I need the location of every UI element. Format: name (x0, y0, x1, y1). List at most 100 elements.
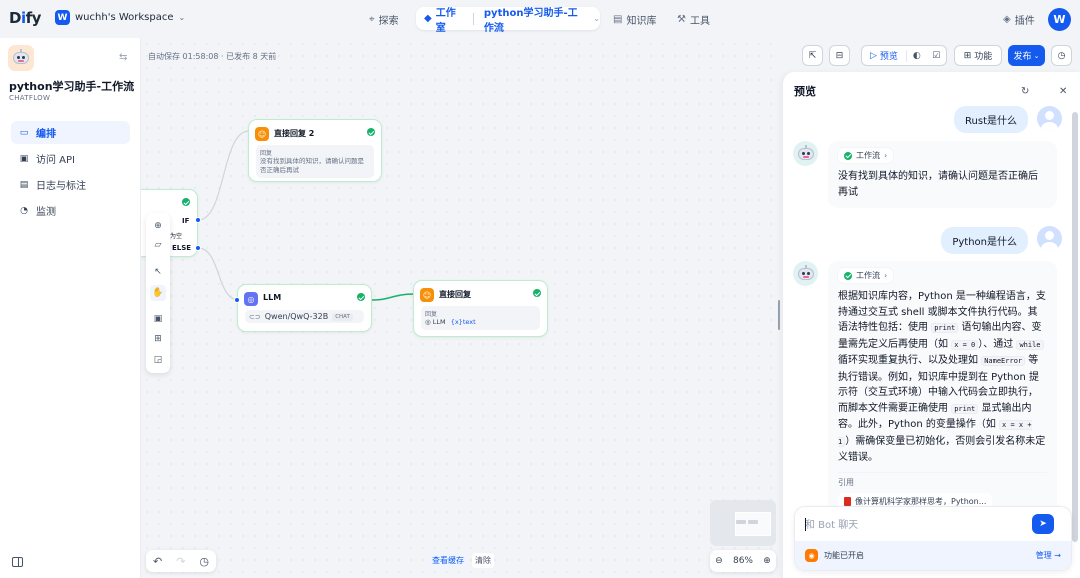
export-image-icon[interactable]: ▣ (153, 314, 163, 324)
user-avatar (1037, 106, 1062, 131)
bot-message: 工作流 › 没有找到具体的知识，请确认问题是否正确后再试 (828, 141, 1057, 208)
var-x-icon: {x} (450, 318, 463, 326)
undo-icon[interactable]: ↶ (152, 554, 163, 568)
add-node-icon[interactable]: ⊕ (154, 221, 162, 231)
version-history-button[interactable]: ◷ (1051, 45, 1072, 66)
nav-knowledge[interactable]: ▤ 知识库 (613, 8, 656, 30)
answer-node-body: 回复 ◎ LLM {x}text (421, 306, 540, 330)
answer-node-2[interactable]: ☺ 直接回复 2 回复 没有找到具体的知识，请确认问题是否正确后再试 (248, 119, 382, 182)
success-check-icon (357, 293, 365, 301)
features-icon: ◉ (805, 549, 818, 562)
workspace-switcher[interactable]: W wuchh's Workspace ⌄ (55, 10, 185, 25)
answer-node-2-title: 直接回复 2 (274, 129, 315, 138)
reply-label: 回复 (425, 311, 438, 318)
swap-icon[interactable]: ⇆ (119, 52, 128, 63)
llm-node[interactable]: ◎ LLM ⊂⊃ Qwen/QwQ-32B CHAT (237, 284, 372, 332)
inline-code: print (931, 323, 959, 333)
features-button[interactable]: ⊞ 功能 (954, 45, 1002, 66)
nav-plugins[interactable]: ◈ 插件 (1003, 8, 1035, 30)
preview-button[interactable]: ▷ 预览 (862, 49, 906, 63)
dify-logo[interactable]: Dify (9, 9, 41, 27)
panel-resize-handle[interactable] (778, 300, 780, 330)
features-status-text: 功能已开启 (824, 551, 864, 560)
checklist-icon[interactable]: ☑ (932, 50, 941, 61)
bot-avatar (793, 261, 818, 286)
chat-input-box: ➤ ◉ 功能已开启 管理 → (794, 506, 1072, 571)
history-icon[interactable]: ◷ (199, 554, 209, 568)
zoom-in-icon[interactable]: ⊕ (763, 556, 771, 566)
robot-icon (797, 264, 815, 282)
user-avatar[interactable]: W (1048, 8, 1071, 31)
clear-cache-button[interactable]: 清除 (472, 553, 494, 568)
chevron-down-icon[interactable]: ⌄ (593, 14, 600, 23)
llm-icon: ◎ (244, 292, 258, 306)
minimap-toggle-icon[interactable]: ◲ (153, 355, 163, 365)
llm-input-port[interactable] (234, 297, 240, 303)
app-name: python学习助手-工作流 (9, 80, 135, 93)
reply-label: 回复 (260, 150, 273, 157)
nav-plugins-label: 插件 (1014, 15, 1035, 27)
sidebar-item-label: 日志与标注 (36, 181, 86, 192)
model-name: Qwen/QwQ-32B (264, 312, 329, 321)
workflow-chip-label: 工作流 (856, 151, 880, 160)
share-button[interactable]: ⇱ (802, 45, 823, 66)
hand-icon[interactable]: ✋ (150, 285, 166, 301)
answer-node[interactable]: ☺ 直接回复 回复 ◎ LLM {x}text (413, 280, 548, 337)
sidebar-item-api[interactable]: ▣ 访问 API (11, 147, 130, 170)
cache-bar: 查看缓存 清除 (429, 553, 494, 568)
if-output-port[interactable] (195, 217, 201, 223)
minimap-node (736, 520, 746, 524)
zoom-out-icon[interactable]: ⊖ (715, 556, 723, 566)
pdf-file-icon (844, 496, 851, 506)
add-note-icon[interactable]: ▱ (154, 240, 162, 250)
var-text: text (462, 318, 476, 326)
features-status-bar: ◉ 功能已开启 管理 → (795, 541, 1071, 570)
pointer-icon[interactable]: ↖ (154, 267, 162, 277)
citation-item[interactable]: 像计算机科学家那样思考，Python... (838, 492, 993, 506)
nav-divider (472, 12, 474, 25)
chat-messages[interactable]: Rust是什么 工作流 › 没有找到具体的知识，请确认问题是否正确后再试 Pyt… (783, 102, 1080, 506)
collapse-sidebar-icon[interactable] (12, 557, 23, 567)
organize-icon[interactable]: ⊞ (154, 334, 162, 344)
workflow-process-chip[interactable]: 工作流 › (838, 268, 894, 283)
redo-icon[interactable]: ↷ (176, 554, 186, 568)
refresh-icon[interactable]: ↻ (1021, 86, 1030, 97)
chat-scrollbar[interactable] (1072, 112, 1078, 542)
view-cache-button[interactable]: 查看缓存 (429, 553, 467, 568)
sidebar-item-monitor[interactable]: ◔ 监测 (11, 199, 130, 222)
zoom-level[interactable]: 86% (732, 556, 753, 566)
if-condition: 为空 (170, 233, 183, 240)
env-variables-button[interactable]: ⊟ (829, 45, 850, 66)
checklist-icon[interactable]: ◐ (912, 50, 921, 61)
bot-message-text: 根据知识库内容，Python 是一种编程语言，支持通过交互式 shell 或脚本… (838, 291, 1046, 463)
success-check-icon (533, 289, 541, 297)
minimap-viewport[interactable] (735, 512, 771, 536)
nav-studio[interactable]: ◆ 工作室 python学习助手-工作流 ⌄ (416, 7, 600, 34)
manage-features-link[interactable]: 管理 → (1035, 551, 1061, 560)
workflow-canvas[interactable]: 自动保存 01:58:08 · 已发布 8 天前 IF 为空 ELSE ☺ 直接… (141, 38, 782, 578)
file-list-icon: ▤ (19, 179, 29, 190)
send-button[interactable]: ➤ (1032, 514, 1054, 534)
workflow-process-chip[interactable]: 工作流 › (838, 148, 894, 163)
answer-icon: ☺ (420, 288, 434, 302)
else-output-port[interactable] (195, 245, 201, 251)
sidebar-item-orchestrate[interactable]: ▭ 编排 (11, 121, 130, 144)
else-label: ELSE (172, 244, 192, 252)
edge-if-to-answer2 (197, 130, 250, 221)
publish-button[interactable]: 发布 ⌄ (1008, 45, 1045, 66)
nav-explore[interactable]: ⌖ 探索 (369, 8, 399, 30)
chat-input[interactable] (805, 517, 1025, 533)
answer-icon: ☺ (255, 127, 269, 141)
edge-llm-to-answer (371, 293, 415, 301)
answer-node-2-body: 回复 没有找到具体的知识，请确认问题是否正确后再试 (256, 145, 374, 178)
sidebar-item-logs[interactable]: ▤ 日志与标注 (11, 173, 130, 196)
bot-avatar (793, 141, 818, 166)
app-icon (8, 45, 34, 71)
user-message-text: Rust是什么 (965, 116, 1017, 127)
close-icon[interactable]: ✕ (1059, 86, 1068, 97)
app-breadcrumb[interactable]: python学习助手-工作流 (483, 7, 578, 34)
inline-code: x = 0 (951, 339, 979, 350)
nav-explore-label: 探索 (378, 15, 399, 27)
minimap[interactable] (710, 500, 776, 546)
nav-tools[interactable]: ⚒ 工具 (677, 8, 710, 30)
